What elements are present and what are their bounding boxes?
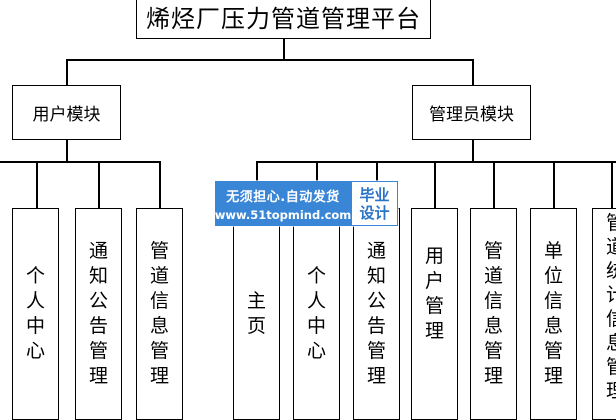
- connector-admin-leaf-5: [493, 161, 495, 209]
- admin-leaf-label: 管道统计信息管理: [605, 212, 616, 402]
- admin-leaf-box: 管道信息管理: [470, 208, 517, 420]
- admin-leaf-label: 管道信息管理: [483, 240, 503, 387]
- connector-admin-leaf-6: [553, 161, 555, 209]
- user-leaf-label: 通知公告管理: [88, 240, 108, 387]
- watermark-banner: 无须担心.自动发货 www.51topmind.com 毕业 设计: [215, 181, 398, 226]
- admin-leaf-box: 主页: [233, 208, 280, 420]
- user-leaf-box: 通知公告管理: [75, 208, 122, 420]
- admin-leaf-label: 单位信息管理: [543, 240, 563, 387]
- connector-user-up: [66, 59, 68, 86]
- connector-user-bar: [0, 161, 161, 163]
- admin-leaf-label: 通知公告管理: [366, 240, 386, 387]
- admin-leaf-box: 管道统计信息管理: [592, 208, 616, 420]
- connector-admin-bar: [256, 161, 616, 163]
- connector-title-down: [283, 38, 285, 60]
- watermark-slogan: 无须担心.自动发货: [226, 189, 340, 205]
- connector-admin-up: [472, 59, 474, 86]
- user-leaf-label: 管道信息管理: [149, 240, 169, 387]
- admin-leaf-box: 用户管理: [411, 208, 458, 420]
- watermark-badge-line2: 设计: [359, 203, 390, 222]
- diagram-title-text: 烯烃厂压力管道管理平台: [146, 5, 421, 33]
- watermark-badge: 毕业 设计: [351, 181, 398, 226]
- admin-leaf-label: 用户管理: [424, 245, 444, 342]
- connector-user-leaf-2: [98, 161, 100, 209]
- connector-user-leaf-3: [159, 161, 161, 209]
- connector-admin-leaf-4: [434, 161, 436, 209]
- user-leaf-label: 个人中心: [25, 265, 45, 362]
- user-module-label: 用户模块: [32, 105, 101, 125]
- watermark-url: www.51topmind.com: [214, 207, 352, 222]
- admin-leaf-label: 主页: [246, 290, 266, 337]
- admin-module-label: 管理员模块: [429, 105, 514, 125]
- admin-leaf-box: 单位信息管理: [530, 208, 577, 420]
- connector-modules-bar: [66, 59, 473, 61]
- admin-module-box: 管理员模块: [412, 85, 531, 140]
- admin-leaf-box: 通知公告管理: [353, 208, 400, 420]
- connector-user-leaf-1: [36, 161, 38, 209]
- admin-leaf-label: 个人中心: [306, 265, 326, 362]
- connector-admin-leaf-7: [611, 161, 613, 209]
- watermark-badge-line1: 毕业: [359, 185, 390, 204]
- connector-user-down: [66, 139, 68, 162]
- user-leaf-box: 个人中心: [12, 208, 59, 420]
- admin-leaf-box: 个人中心: [293, 208, 340, 420]
- diagram-title: 烯烃厂压力管道管理平台: [136, 0, 431, 39]
- connector-admin-down: [472, 139, 474, 162]
- user-module-box: 用户模块: [12, 85, 121, 140]
- watermark-text-panel: 无须担心.自动发货 www.51topmind.com: [215, 181, 351, 226]
- user-leaf-box: 管道信息管理: [136, 208, 183, 420]
